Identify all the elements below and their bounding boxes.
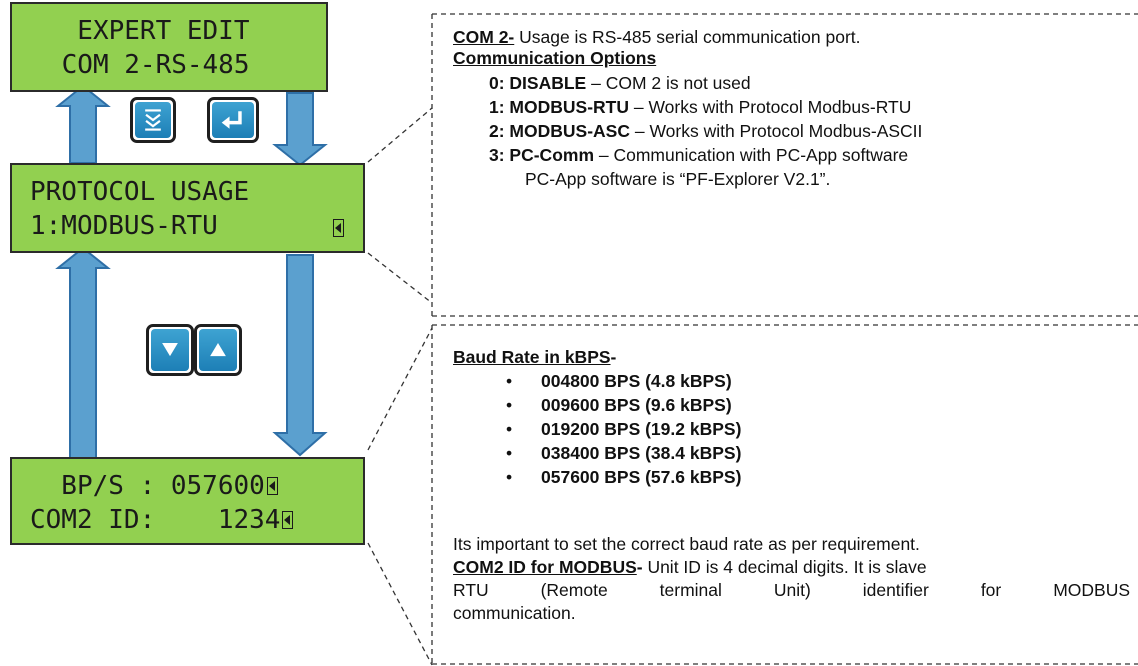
lcd-line-1: PROTOCOL USAGE xyxy=(30,177,250,207)
cursor-indicator-icon xyxy=(333,219,344,237)
baud-rate-panel: Baud Rate in kBPS- •004800 BPS (4.8 kBPS… xyxy=(453,347,1133,663)
lcd-screen-protocol-usage: PROTOCOL USAGE 1:MODBUS-RTU xyxy=(10,163,365,253)
word: MODBUS xyxy=(1053,580,1130,600)
baud-title: Baud Rate in kBPS- xyxy=(453,347,617,367)
up-arrow-protocol-to-expert xyxy=(55,84,111,164)
com2-description-panel: COM 2- Usage is RS-485 serial communicat… xyxy=(453,27,1133,317)
com2-id-description-end: communication. xyxy=(453,603,576,623)
scroll-key[interactable] xyxy=(130,97,176,143)
lcd-line-2: COM2 ID: 1234 xyxy=(30,505,294,536)
lcd-line-1: BP/S : 057600 xyxy=(30,471,278,502)
options-title: Communication Options xyxy=(453,48,657,68)
word: terminal xyxy=(659,580,722,600)
word: Unit) xyxy=(773,580,811,600)
word: RTU xyxy=(453,580,489,600)
baud-rate-item: •009600 BPS (9.6 kBPS) xyxy=(506,395,732,415)
enter-icon xyxy=(221,111,242,129)
lcd-screen-expert-edit: EXPERT EDIT COM 2-RS-485 xyxy=(10,2,328,92)
down-key[interactable] xyxy=(146,324,194,376)
enter-key[interactable] xyxy=(207,97,259,143)
lcd-screen-baud-id: BP/S : 057600 COM2 ID: 1234 xyxy=(10,457,365,545)
com2-id-heading: COM2 ID for MODBUS- Unit ID is 4 decimal… xyxy=(453,557,927,577)
lcd-line-2: 1:MODBUS-RTU xyxy=(30,211,218,241)
baud-rate-item: •019200 BPS (19.2 kBPS) xyxy=(506,419,742,439)
lcd-line-1: EXPERT EDIT xyxy=(46,16,250,46)
word: for xyxy=(980,580,1002,600)
up-arrow-baud-to-protocol xyxy=(55,246,111,460)
com2-heading: COM 2- Usage is RS-485 serial communicat… xyxy=(453,27,861,47)
option-item: 1: MODBUS-RTU – Works with Protocol Modb… xyxy=(489,97,912,117)
option-item: 2: MODBUS-ASC – Works with Protocol Modb… xyxy=(489,121,923,141)
option-item: 0: DISABLE – COM 2 is not used xyxy=(489,73,751,93)
up-key[interactable] xyxy=(194,324,242,376)
baud-rate-item: •004800 BPS (4.8 kBPS) xyxy=(506,371,732,391)
cursor-indicator-icon xyxy=(266,477,278,495)
triangle-up-icon xyxy=(210,343,226,357)
pc-app-note: PC-App software is “PF-Explorer V2.1”. xyxy=(525,169,831,189)
down-arrow-protocol-to-baud xyxy=(272,254,328,457)
double-chevron-down-icon xyxy=(145,109,161,131)
option-item: 3: PC-Comm – Communication with PC-App s… xyxy=(489,145,909,165)
baud-note: Its important to set the correct baud ra… xyxy=(453,534,920,554)
word: (Remote xyxy=(540,580,608,600)
callout-boxes xyxy=(431,13,1138,665)
triangle-down-icon xyxy=(162,343,178,357)
baud-rate-item: •057600 BPS (57.6 kBPS) xyxy=(506,467,742,487)
com2-id-description: RTU (Remote terminal Unit) identifier for MODB… xyxy=(453,580,1130,601)
word: identifier xyxy=(862,580,929,600)
down-arrow-expert-to-protocol xyxy=(272,92,328,167)
callout-connector-lines xyxy=(367,107,433,666)
cursor-indicator-icon xyxy=(282,511,294,529)
lcd-line-2: COM 2-RS-485 xyxy=(46,50,250,80)
baud-rate-item: •038400 BPS (38.4 kBPS) xyxy=(506,443,742,463)
